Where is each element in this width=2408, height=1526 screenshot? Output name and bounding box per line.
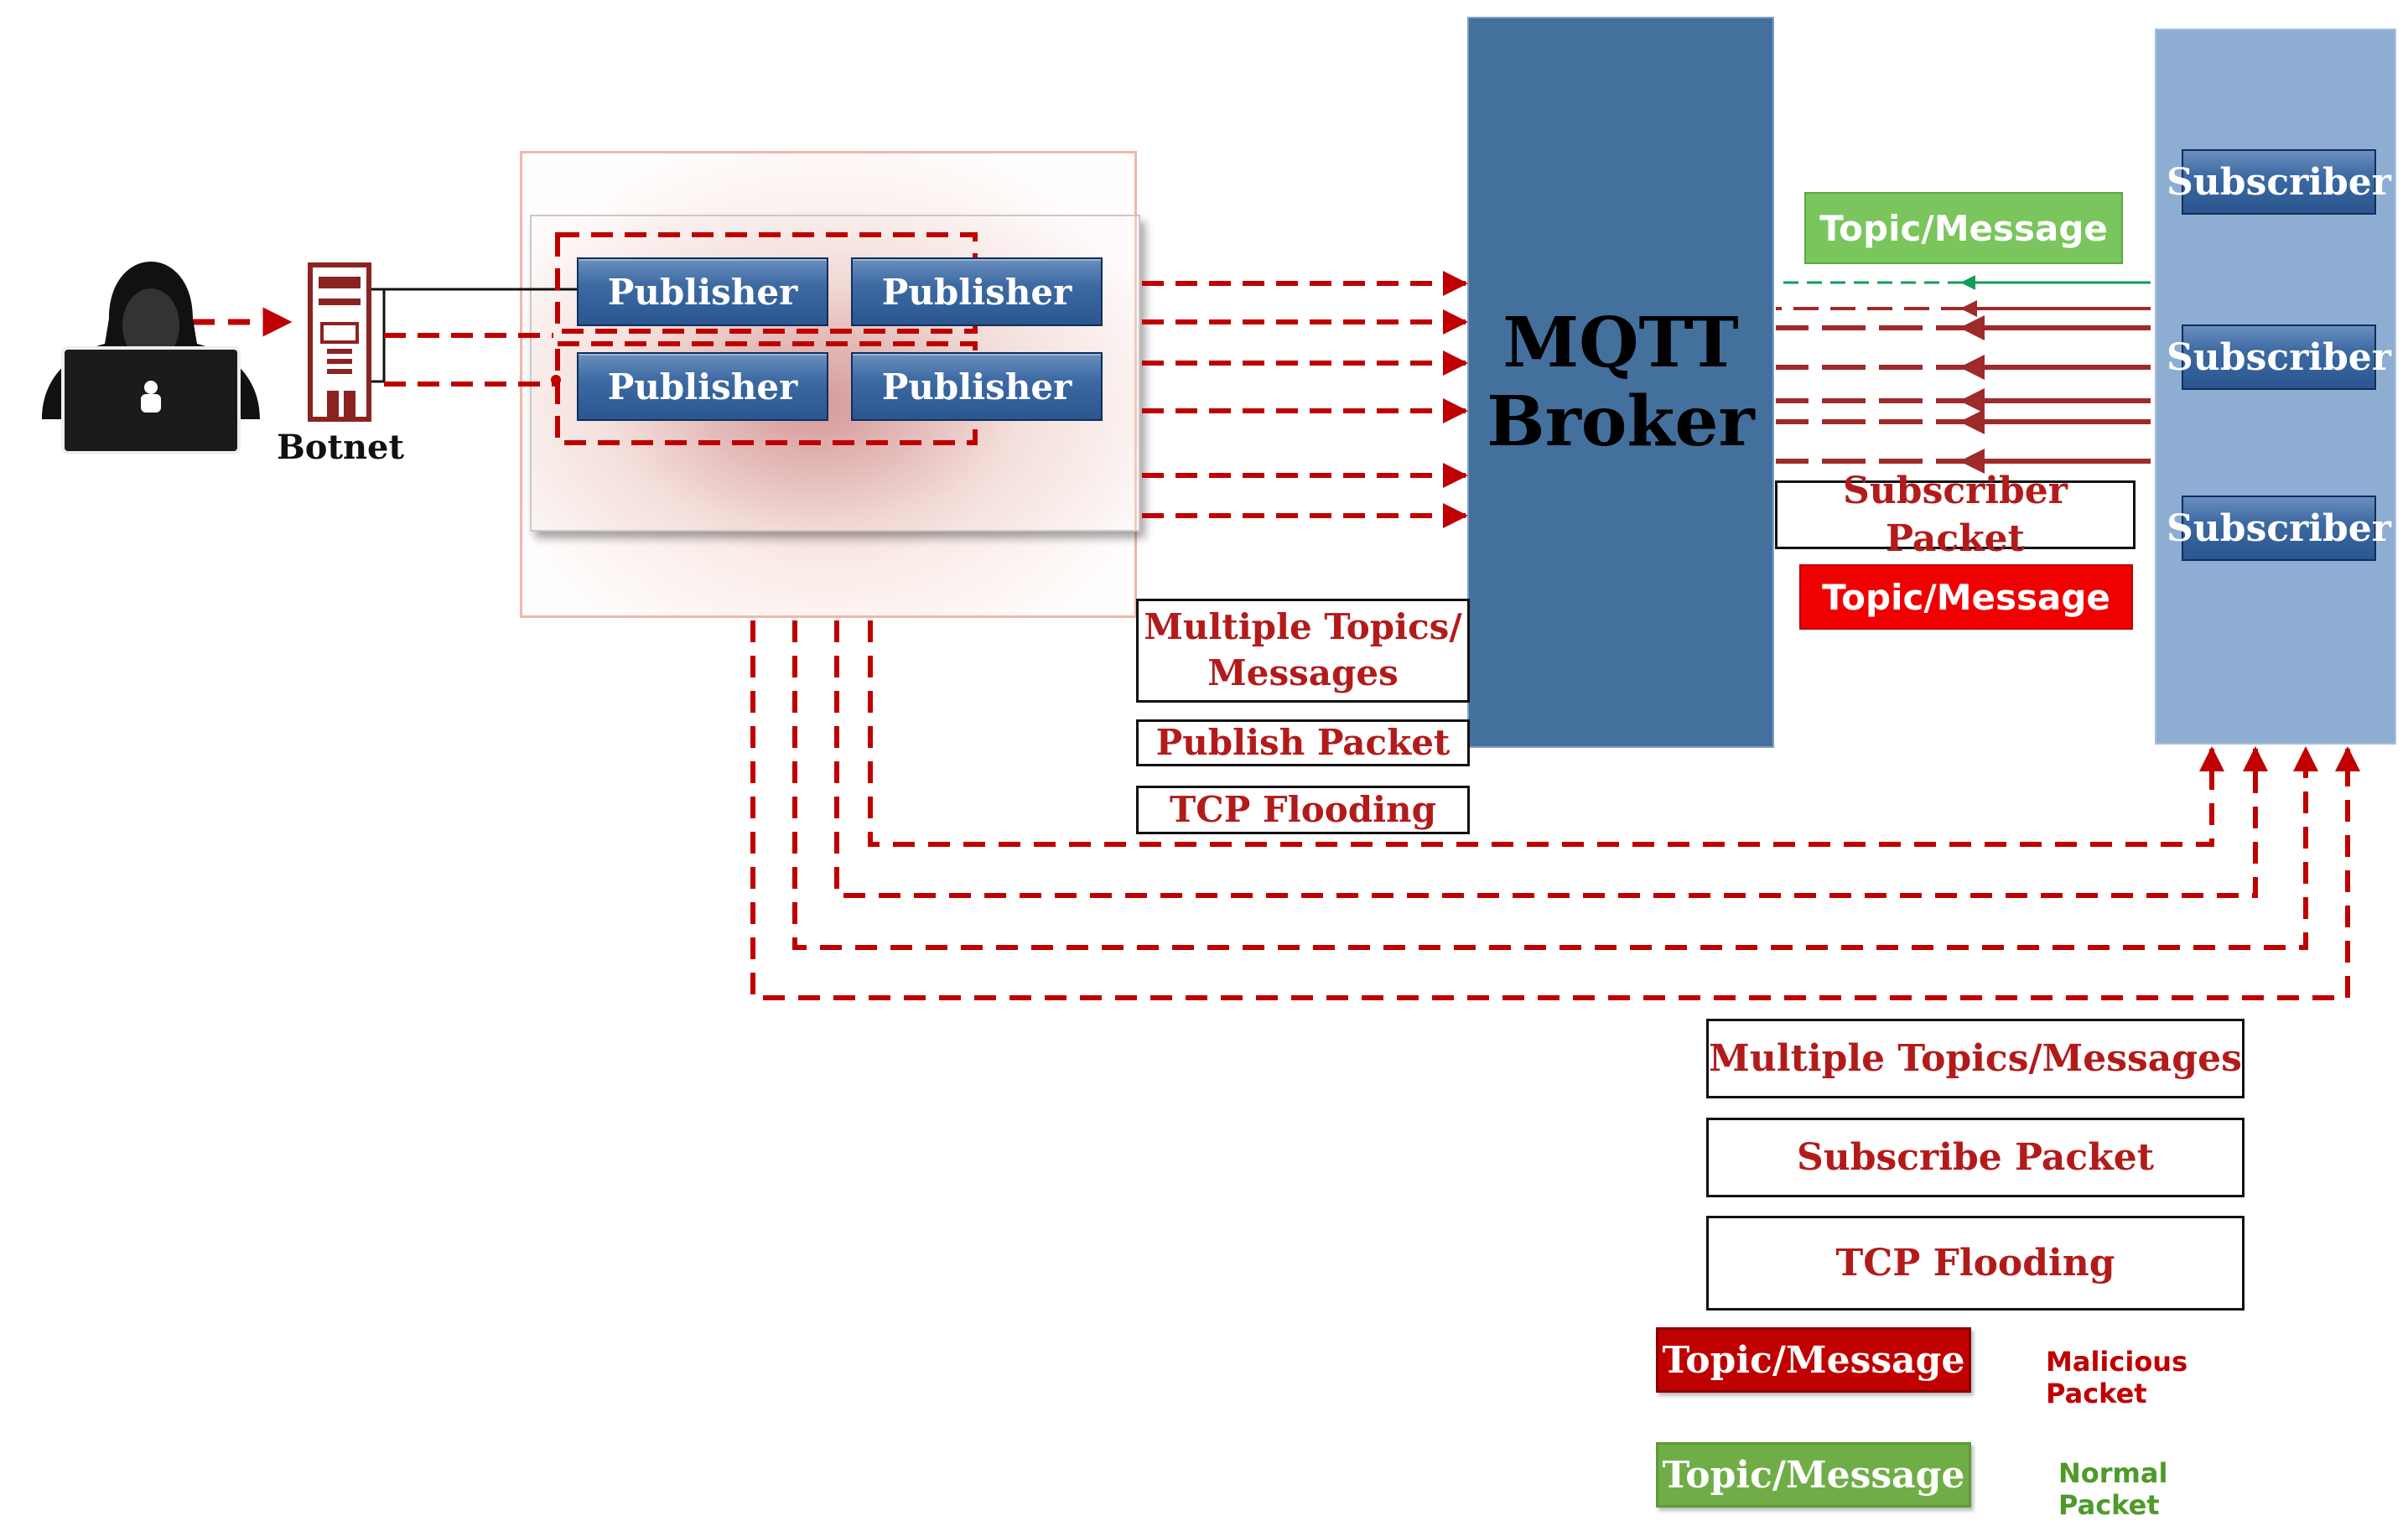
subscriber-packet-label: Subscriber Packet [1775,470,2136,560]
publish-flood-arrows [1142,271,1468,528]
publisher-dashed-frame [555,232,978,334]
publisher-node: Publisher [577,257,828,326]
multiple-topics-label: Multiple Topics/ Messages [1136,599,1470,703]
legend-normal-chip: Topic/Message [1656,1442,1971,1508]
server-icon [308,262,371,422]
hacker-icon [42,262,260,454]
tcp-flooding-label: TCP Flooding [1136,786,1470,834]
publisher-node: Publisher [577,352,828,421]
legend-malicious-text: Malicious Packet [2046,1346,2188,1409]
subscriber-node: Subscriber [2167,496,2391,561]
botnet-label: Botnet [277,428,404,467]
multiple-topics-messages-label: Multiple Topics/Messages [1706,1019,2245,1098]
broker-label: MQTT Broker [1487,302,1755,462]
direct-flood-arrows [750,620,2360,1000]
legend-malicious-chip: Topic/Message [1656,1327,1971,1393]
publisher-dashed-frame [555,341,978,445]
normal-topic-message-chip: Topic/Message [1804,192,2123,264]
subscriber-node: Subscriber [2167,324,2391,390]
tcp-flooding-bottom-label: TCP Flooding [1706,1216,2245,1311]
malicious-topic-message-chip: Topic/Message [1799,564,2133,630]
subscribe-packet-label: Subscribe Packet [1706,1118,2245,1197]
malicious-subscribe-arrows [1776,300,2151,474]
publish-packet-label: Publish Packet [1136,719,1470,766]
mqtt-broker: MQTT Broker [1467,17,1774,748]
legend-normal-text: Normal Packet [2058,1457,2168,1521]
publisher-node: Publisher [851,257,1103,326]
subscriber-node: Subscriber [2167,149,2391,215]
publisher-node: Publisher [851,352,1103,421]
